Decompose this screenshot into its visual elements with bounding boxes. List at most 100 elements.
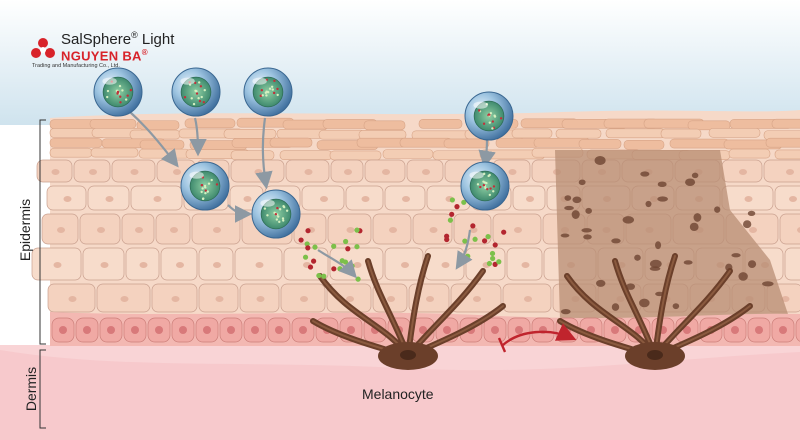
corneum-flake <box>136 120 180 130</box>
green-particle <box>339 258 345 264</box>
keratinocyte <box>364 159 406 183</box>
melanin-granule <box>649 259 662 269</box>
corneum-flake <box>774 149 800 160</box>
dermis-label: Dermis <box>23 366 40 412</box>
keratinocyte <box>326 283 372 313</box>
melanin-granule <box>626 283 635 290</box>
melanin-granule <box>640 171 650 177</box>
green-particle <box>354 244 360 250</box>
green-particle <box>343 238 349 245</box>
melanin-granule <box>645 200 652 208</box>
arrow-icon <box>455 229 473 270</box>
melanin-granule <box>738 272 748 281</box>
melanin-granule <box>578 179 586 186</box>
green-particle <box>331 243 337 249</box>
keratinocyte <box>512 185 546 211</box>
red-particle <box>305 228 311 234</box>
green-particle <box>472 236 478 242</box>
company-subtitle: Trading and Manufacturing Co., Ltd. <box>32 63 120 69</box>
red-particle <box>311 258 317 264</box>
melanin-granule <box>594 155 606 165</box>
corneum-flake <box>230 150 275 160</box>
arrow-icon <box>189 117 207 157</box>
red-particle <box>331 266 337 272</box>
corneum-flake <box>49 147 93 158</box>
green-particle <box>490 255 496 262</box>
basal-cell <box>75 317 99 343</box>
keratinocyte <box>47 283 96 313</box>
melanin-granule <box>585 207 592 214</box>
keratinocyte <box>384 185 426 211</box>
salsphere-capsule-icon <box>180 161 230 211</box>
product-name: SalSphere® Light <box>61 30 175 48</box>
keratinocyte <box>763 159 800 183</box>
salsphere-capsule-icon <box>171 67 221 117</box>
corneum-flake <box>555 128 602 139</box>
corneum-flake <box>49 138 103 148</box>
corneum-flake <box>90 147 139 158</box>
salsphere-capsule-icon <box>243 67 293 117</box>
keratinocyte <box>41 213 79 245</box>
melanin-granule <box>655 241 662 250</box>
corneum-flake <box>771 118 800 129</box>
epidermis-bracket <box>39 119 46 345</box>
keratinocyte <box>121 213 155 245</box>
keratinocyte <box>125 247 160 281</box>
melanin-granule <box>572 196 582 204</box>
corneum-flake <box>765 137 800 148</box>
keratinocyte <box>191 213 241 245</box>
corneum-flake <box>282 119 330 130</box>
keratinocyte <box>784 247 800 281</box>
melanin-granule <box>649 266 661 271</box>
melanocytes <box>310 253 753 370</box>
green-particle <box>465 253 471 259</box>
keratinocyte <box>502 283 552 313</box>
keratinocyte <box>384 247 424 281</box>
arrow-icon <box>129 111 179 168</box>
melanocyte-label: Melanocyte <box>362 386 434 402</box>
keratinocyte <box>234 247 283 281</box>
corneum-flake <box>660 128 702 139</box>
corneum-flake <box>578 139 622 149</box>
green-particle <box>354 227 360 233</box>
melanin-granule <box>731 253 741 258</box>
melanin-granule <box>560 309 571 315</box>
red-particle <box>492 261 498 267</box>
corneum-flake <box>184 118 236 129</box>
melanin-granule <box>743 220 752 229</box>
melanin-granule <box>564 205 574 211</box>
red-particle <box>481 238 488 244</box>
basal-cell <box>147 317 171 343</box>
keratinocyte <box>130 185 183 211</box>
basal-cell <box>747 317 771 343</box>
corneum-flake <box>669 138 730 149</box>
basal-cell <box>171 317 195 343</box>
basal-cell <box>723 317 747 343</box>
keratinocyte <box>230 159 285 183</box>
salsphere-capsule-icon <box>251 189 301 239</box>
corneum-flake <box>318 129 366 140</box>
corneum-flake <box>89 119 137 129</box>
keratinocyte <box>774 185 800 211</box>
corneum-flake <box>443 138 490 149</box>
inhibition-arrow-icon <box>502 323 577 346</box>
dermis-shade <box>0 350 800 440</box>
melanocyte-icon <box>310 253 506 370</box>
melanocyte-icon <box>557 253 753 370</box>
green-particle <box>304 241 310 247</box>
keratinocyte <box>779 213 800 245</box>
brand-logo-icon <box>31 38 55 58</box>
salsphere-capsule-icon <box>464 91 514 141</box>
basal-cell <box>267 317 291 343</box>
melanin-granule <box>657 181 667 188</box>
keratinocyte <box>36 159 73 183</box>
melanin-granule <box>595 279 606 287</box>
green-particle <box>462 238 468 244</box>
keratinocyte <box>155 213 191 245</box>
salsphere-capsule-icon <box>460 161 510 211</box>
green-particle <box>489 250 496 257</box>
keratinocyte <box>280 283 326 313</box>
melanin-granule <box>634 254 641 261</box>
green-particle <box>485 234 491 240</box>
keratinocyte <box>87 185 130 211</box>
